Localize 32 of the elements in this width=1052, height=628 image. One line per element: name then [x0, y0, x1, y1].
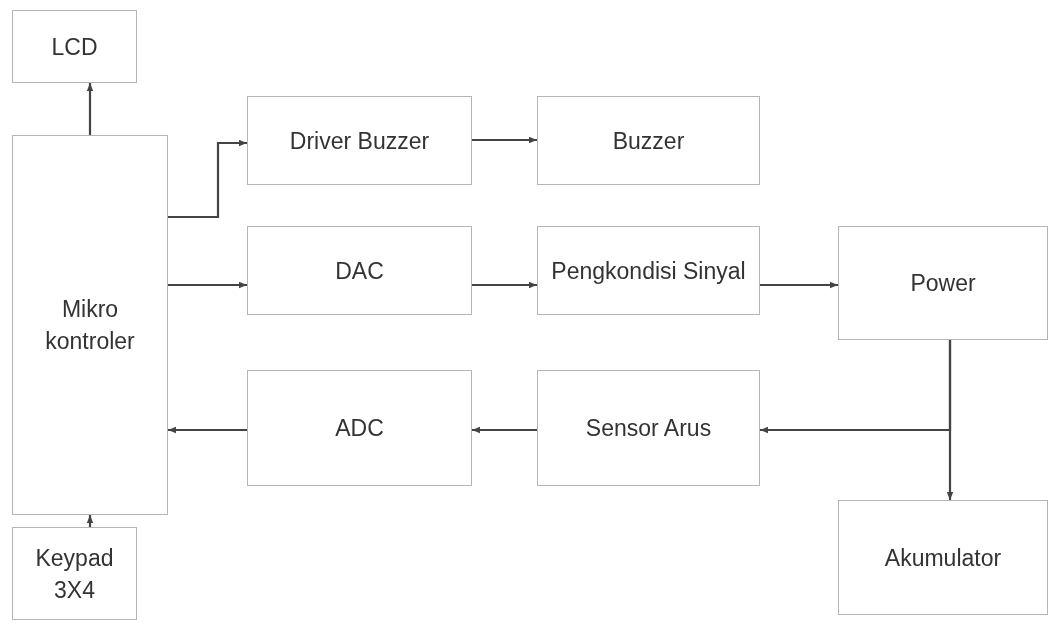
process-box — [537, 96, 760, 185]
arrow — [168, 281, 247, 289]
process-box — [12, 527, 137, 620]
process-box — [537, 226, 760, 315]
process-box — [838, 500, 1048, 615]
box-label: Power — [910, 269, 976, 298]
arrow — [168, 139, 247, 219]
arrow — [760, 281, 838, 289]
box-label: LCD — [51, 32, 98, 62]
box-label: Akumulator — [884, 543, 1002, 573]
arrow — [472, 281, 537, 289]
arrow — [86, 515, 94, 527]
process-box — [247, 226, 472, 315]
arrow — [472, 136, 537, 144]
process-box — [247, 370, 472, 486]
arrow — [168, 426, 247, 434]
box-label: Sensor Arus — [585, 414, 712, 443]
box-label: ADC — [335, 414, 384, 443]
arrow — [472, 426, 537, 434]
process-box — [247, 96, 472, 185]
arrow — [760, 340, 952, 434]
arrow — [86, 83, 94, 135]
box-label: Keypad 3X4 — [34, 543, 115, 605]
box-label: Mikro kontroler — [44, 295, 136, 356]
box-label: Pengkondisi Sinyal — [551, 256, 746, 286]
process-box — [12, 10, 137, 83]
box-label: Buzzer — [612, 126, 685, 156]
process-box — [12, 135, 168, 515]
process-box — [838, 226, 1048, 340]
box-label: Driver Buzzer — [289, 126, 430, 156]
box-label: DAC — [335, 256, 384, 286]
process-box — [537, 370, 760, 486]
